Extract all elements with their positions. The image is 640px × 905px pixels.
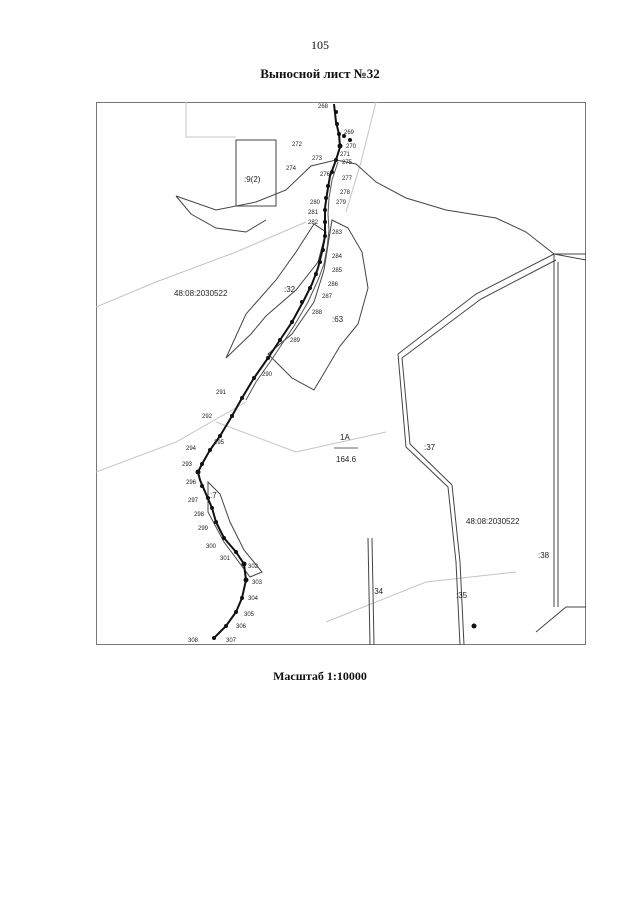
label-point-269: 269 <box>344 130 355 136</box>
label-point-280: 280 <box>310 200 321 206</box>
page-number: 105 <box>311 38 329 52</box>
label-point-283: 283 <box>332 230 343 236</box>
label-point-268: 268 <box>318 104 329 110</box>
label-point-279: 279 <box>336 200 347 206</box>
route-line-offset <box>245 161 339 401</box>
label-parcel-35: :35 <box>456 591 468 600</box>
label-point-292: 292 <box>202 414 213 420</box>
label-point-303: 303 <box>252 580 263 586</box>
label-point-298: 298 <box>194 512 205 518</box>
label-point-306: 306 <box>236 624 247 630</box>
label-point-281: 281 <box>308 210 319 216</box>
label-point-297: 297 <box>188 498 199 504</box>
label-point-296: 296 <box>186 480 197 486</box>
parcel-boundaries <box>175 139 586 645</box>
label-point-302: 302 <box>248 564 259 570</box>
label-point-305: 305 <box>244 612 255 618</box>
label-point-291: 291 <box>216 390 227 396</box>
route-points <box>195 110 477 640</box>
label-parcel-1a: 1А <box>340 433 350 442</box>
label-point-294: 294 <box>186 446 197 452</box>
label-point-295: 295 <box>214 440 225 446</box>
label-point-308: 308 <box>188 638 199 644</box>
label-point-272: 272 <box>292 142 303 148</box>
label-point-299: 299 <box>198 526 209 532</box>
label-point-285: 285 <box>332 268 343 274</box>
sheet-title: Выносной лист №32 <box>260 66 380 81</box>
route-line <box>196 103 342 639</box>
label-point-284: 284 <box>332 254 343 260</box>
label-parcel-34: :34 <box>372 587 384 596</box>
label-parcel-7: :7 <box>210 491 217 500</box>
label-point-274: 274 <box>286 166 297 172</box>
faint-background-lines <box>96 102 517 623</box>
label-point-301: 301 <box>220 556 231 562</box>
map-frame: 48:08:2030522 48:08:2030522 :32 :63 :37 … <box>96 102 586 645</box>
label-point-290: 290 <box>262 372 273 378</box>
label-point-289: 289 <box>290 338 301 344</box>
label-point-293: 293 <box>182 462 193 468</box>
label-point-278: 278 <box>340 190 351 196</box>
label-point-271: 271 <box>340 152 351 158</box>
label-point-286: 286 <box>328 282 339 288</box>
label-point-276: 276 <box>320 172 331 178</box>
label-parcel-38: :38 <box>538 551 550 560</box>
label-main-parcel-2: 48:08:2030522 <box>466 517 520 526</box>
label-point-288: 288 <box>312 310 323 316</box>
label-parcel-1a-sub: 164.6 <box>336 455 357 464</box>
label-point-304: 304 <box>248 596 259 602</box>
point-labels: 268 269 270 271 272 273 274 275 276 277 … <box>182 104 357 644</box>
label-point-282: 282 <box>308 220 319 226</box>
label-parcel-37: :37 <box>424 443 436 452</box>
label-point-270: 270 <box>346 144 357 150</box>
label-point-307: 307 <box>226 638 237 644</box>
label-main-parcel: 48:08:2030522 <box>174 289 228 298</box>
label-point-287: 287 <box>322 294 333 300</box>
cadastral-map: 48:08:2030522 48:08:2030522 :32 :63 :37 … <box>96 102 586 645</box>
label-point-277: 277 <box>342 176 353 182</box>
scale-caption: Масштаб 1:10000 <box>273 669 367 683</box>
label-parcel-9-2: :9(2) <box>244 175 261 184</box>
label-point-273: 273 <box>312 156 323 162</box>
label-point-300: 300 <box>206 544 217 550</box>
parcel-labels: 48:08:2030522 48:08:2030522 :32 :63 :37 … <box>174 175 550 600</box>
label-point-275: 275 <box>342 160 353 166</box>
label-parcel-63: :63 <box>332 315 344 324</box>
label-parcel-32: :32 <box>284 285 296 294</box>
map-border <box>96 102 586 645</box>
